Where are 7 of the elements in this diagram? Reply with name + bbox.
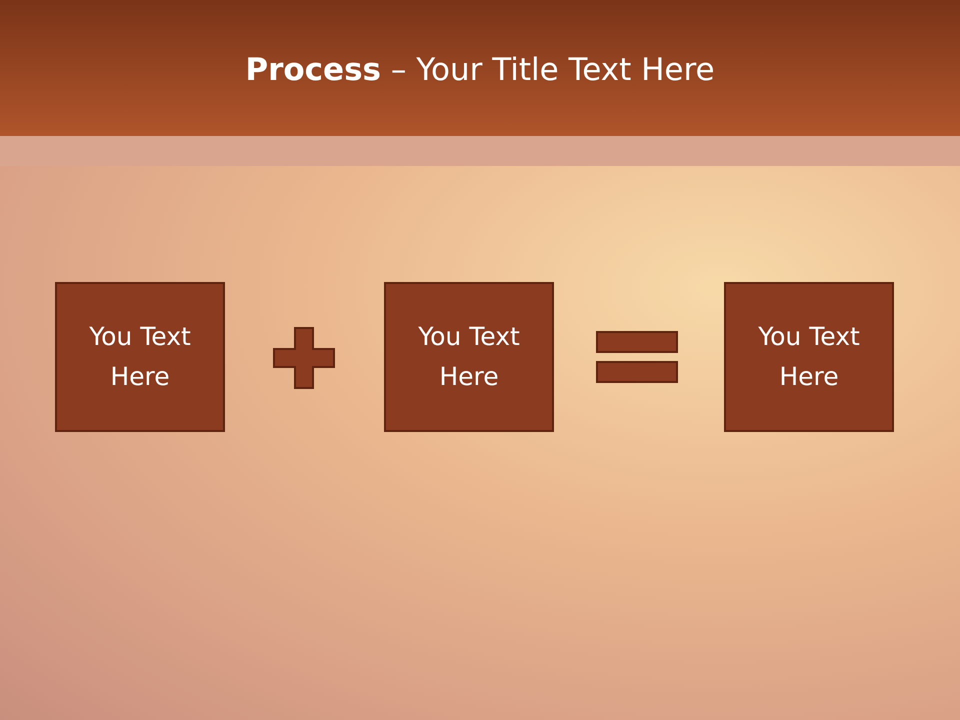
process-box xyxy=(724,282,894,432)
box-text: You Text Here xyxy=(417,321,521,393)
box-text: You Text Here xyxy=(88,321,192,393)
process-box xyxy=(55,282,225,432)
box-text: You Text Here xyxy=(757,321,861,393)
process-box xyxy=(384,282,554,432)
slide-title: Process – Your Title Text Here xyxy=(244,52,716,88)
